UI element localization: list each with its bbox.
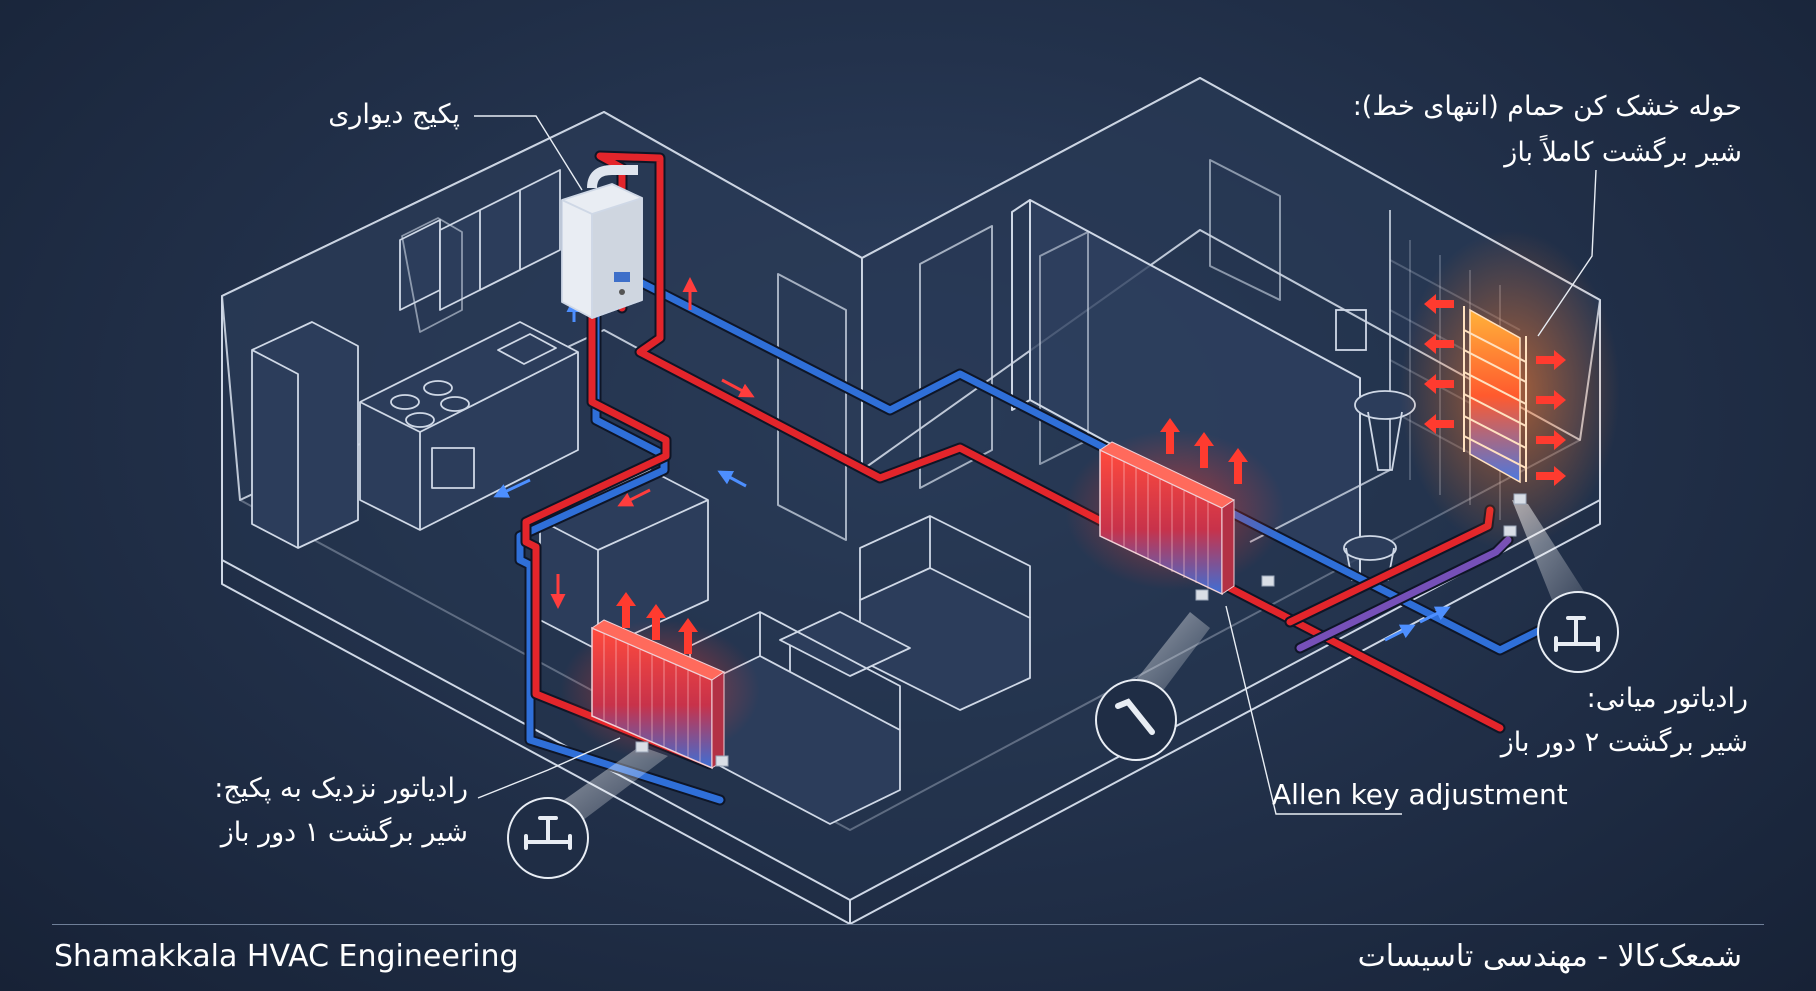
radiator-near-icon <box>560 619 760 770</box>
bathroom-fixtures <box>1335 309 1416 581</box>
heat-arrow-icon <box>1194 432 1214 468</box>
boiler-label: پکیج دیواری <box>328 99 460 130</box>
callout-beams <box>550 500 1596 830</box>
towel-warmer-label-line1: حوله خشک کن حمام (انتهای خط): <box>1352 91 1742 122</box>
heat-arrow-icon <box>616 592 636 628</box>
heat-arrow-icon <box>1536 390 1566 410</box>
near-radiator-label-line1: رادیاتور نزدیک به پکیج: <box>214 773 468 804</box>
boiler-icon <box>561 165 643 319</box>
flow-arrows <box>493 277 1451 642</box>
allen-key-label: Allen key adjustment <box>1272 778 1568 811</box>
radiator-middle-icon <box>1065 430 1285 596</box>
heat-arrow-icon <box>1536 430 1566 450</box>
towel-warmer-icon <box>1400 230 1620 550</box>
footer-divider <box>52 924 1764 925</box>
footer-brand-fa: شمعک‌کالا - مهندسی تاسیسات <box>1357 939 1742 974</box>
footer-brand-en: Shamakkala HVAC Engineering <box>54 939 519 974</box>
heat-arrow-icon <box>1228 448 1248 484</box>
heat-arrow-icon <box>678 618 698 654</box>
valve-icon <box>1537 591 1619 673</box>
flow-arrow-icon <box>493 478 531 498</box>
middle-radiator-label-line1: رادیاتور میانی: <box>1586 683 1748 714</box>
heat-arrow-icon <box>1424 374 1454 394</box>
heat-arrow-icon <box>1424 414 1454 434</box>
heat-arrow-icon <box>1160 418 1180 454</box>
radiator-valves <box>635 493 1527 767</box>
flow-arrow-icon <box>1419 606 1451 624</box>
heat-arrow-icon <box>1536 466 1566 486</box>
kitchen <box>251 169 579 549</box>
allen-key-icon <box>1095 679 1177 761</box>
middle-radiator-label-line2: شیر برگشت ۲ دور باز <box>1500 727 1748 758</box>
flow-arrow-icon <box>617 488 651 507</box>
heat-arrow-icon <box>1424 334 1454 354</box>
heat-arrows <box>616 294 1566 654</box>
valve-icon <box>507 797 589 879</box>
heat-arrow-icon <box>1424 294 1454 314</box>
heat-arrow-icon <box>1536 350 1566 370</box>
near-radiator-label-line2: شیر برگشت ۱ دور باز <box>220 817 468 848</box>
flow-arrow-icon <box>717 470 747 488</box>
flow-arrow-icon <box>721 378 755 398</box>
flow-arrow-icon <box>1384 624 1416 642</box>
leader-lines <box>474 115 1597 815</box>
towel-warmer-label-line2: شیر برگشت کاملاً باز <box>1504 137 1742 168</box>
heat-arrow-icon <box>646 604 666 640</box>
